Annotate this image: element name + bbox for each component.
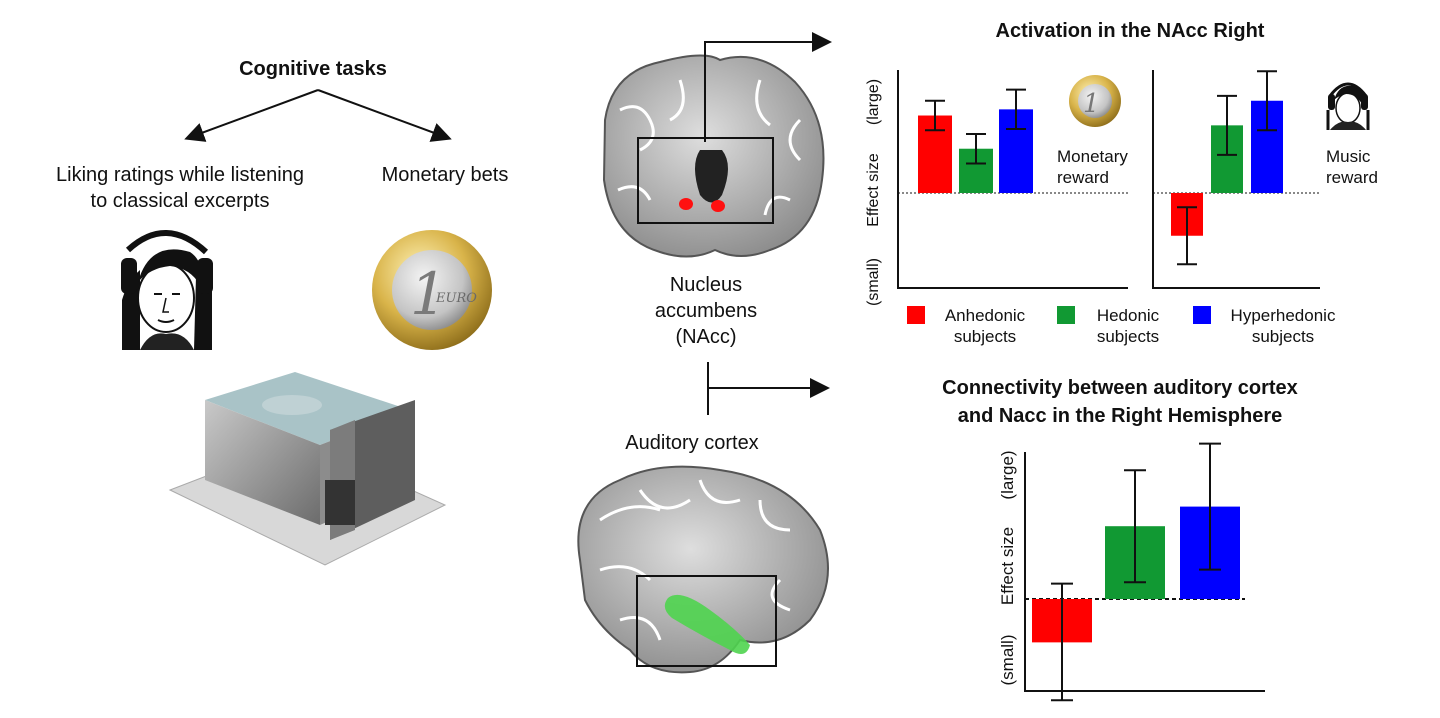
- coin-digit: 1: [410, 260, 447, 328]
- errorbar-connectivity-hyperhedonic-subjects: [1199, 442, 1221, 571]
- connectivity-title-line-2: and Nacc in the Right Hemisphere: [957, 405, 1283, 427]
- errorbar-connectivity-hedonic-subjects: [1124, 469, 1146, 584]
- small-composer-portrait-icon: [1326, 82, 1370, 130]
- euro-coin-icon: 1 EURO: [372, 230, 492, 350]
- auditory-cortex-label: Auditory cortex: [625, 432, 759, 454]
- monetary-line-2: reward: [1057, 168, 1109, 187]
- legend-swatch-hedonic: [1057, 306, 1075, 324]
- coin-euro-text: EURO: [435, 291, 477, 306]
- small-coin-digit: 1: [1083, 89, 1100, 119]
- legend-label-anhedonic: Anhedonic subjects: [935, 305, 1035, 347]
- errorbar-music-hedonic-subjects: [1217, 94, 1237, 156]
- legend-anhedonic-line-2: subjects: [953, 327, 1017, 346]
- legend-hedonic-line-1: Hedonic: [1096, 306, 1160, 325]
- legend-hyperhedonic-line-2: subjects: [1251, 327, 1315, 346]
- cognitive-tasks-heading: Cognitive tasks: [239, 58, 387, 80]
- errorbar-monetary-hedonic-subjects: [966, 132, 986, 165]
- task-branch-arrows: [184, 89, 452, 142]
- task-music-label: Liking ratings while listening to classi…: [30, 162, 330, 214]
- legend-hyperhedonic-line-1: Hyperhedonic: [1230, 306, 1336, 325]
- task-music-line-1: Liking ratings while listening: [56, 164, 304, 186]
- errorbar-connectivity-anhedonic-subjects: [1051, 582, 1073, 702]
- task-money-label: Monetary bets: [381, 164, 509, 186]
- legend-swatch-hyperhedonic: [1193, 306, 1211, 324]
- nacc-line-3: (NAcc): [675, 326, 737, 348]
- task-music-line-2: to classical excerpts: [90, 190, 270, 212]
- music-reward-label: Music reward: [1326, 146, 1396, 188]
- legend-swatch-anhedonic: [907, 306, 925, 324]
- nacc-line-2: accumbens: [654, 300, 758, 322]
- small-euro-coin-icon: 1: [1069, 75, 1121, 127]
- lateral-brain-image: [577, 465, 829, 674]
- activation-chart-axes: [897, 70, 1320, 289]
- music-line-1: Music: [1326, 147, 1371, 166]
- nacc-line-1: Nucleus: [669, 274, 743, 296]
- monetary-line-1: Monetary: [1057, 147, 1128, 166]
- legend-label-hedonic: Hedonic subjects: [1082, 305, 1174, 347]
- errorbar-music-anhedonic-subjects: [1177, 206, 1197, 266]
- coronal-brain-slice-image: [602, 54, 825, 258]
- nacc-to-activation-arrow: [704, 32, 832, 142]
- music-line-2: reward: [1326, 168, 1378, 187]
- legend-anhedonic-line-1: Anhedonic: [944, 306, 1026, 325]
- legend-label-hyperhedonic: Hyperhedonic subjects: [1218, 305, 1348, 347]
- chart-bars-layer: [918, 70, 1283, 702]
- connectivity-title-line-1: Connectivity between auditory cortex: [942, 377, 1298, 399]
- composer-portrait-icon: [121, 230, 213, 350]
- mri-scanner-illustration: [168, 372, 447, 566]
- errorbar-music-hyperhedonic-subjects: [1257, 70, 1277, 132]
- connectivity-chart-title: Connectivity between auditory cortex and…: [900, 374, 1340, 430]
- activation-chart-title: Activation in the NAcc Right: [995, 20, 1265, 42]
- monetary-reward-label: Monetary reward: [1057, 146, 1147, 188]
- connectivity-arrow: [707, 362, 830, 415]
- nacc-label: Nucleus accumbens (NAcc): [636, 272, 776, 350]
- errorbar-monetary-hyperhedonic-subjects: [1006, 88, 1026, 131]
- legend-hedonic-line-2: subjects: [1096, 327, 1160, 346]
- errorbar-monetary-anhedonic-subjects: [925, 99, 945, 132]
